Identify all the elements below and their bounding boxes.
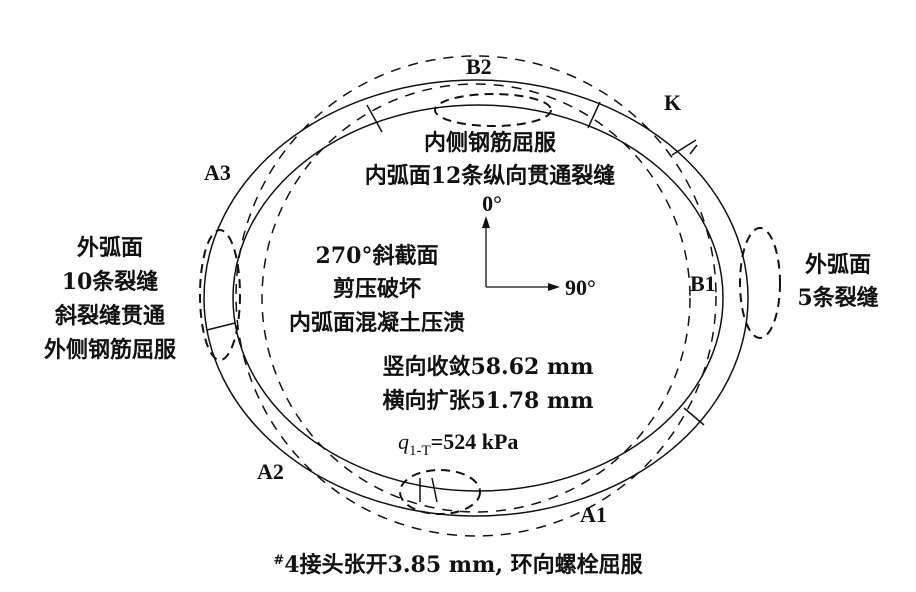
label-A3: A3 xyxy=(204,160,231,185)
left-note-4: 外侧钢筋屈服 xyxy=(44,337,177,363)
top-damage-zone xyxy=(434,93,552,127)
center-note-3: 内弧面混凝土压溃 xyxy=(289,310,465,336)
load-value: q1-T=524 kPa xyxy=(398,429,518,459)
axis-label-0: 0° xyxy=(482,191,502,216)
vertical-convergence: 竖向收敛58.62 mm xyxy=(382,354,593,380)
caption-sup: # xyxy=(273,553,284,568)
axis-label-90: 90° xyxy=(565,275,596,300)
right-damage-zone xyxy=(739,227,781,339)
label-A2: A2 xyxy=(257,459,284,484)
deformed-inner-ring xyxy=(232,104,724,492)
horizontal-expansion: 横向扩张51.78 mm xyxy=(382,388,593,414)
caption-text: 4接头张开3.85 mm, 环向螺栓屈服 xyxy=(284,552,643,578)
original-outer-circle xyxy=(235,55,717,537)
segment-joints xyxy=(206,101,705,503)
label-B2: B2 xyxy=(466,54,492,79)
left-note-2: 10条裂缝 xyxy=(62,269,159,295)
original-inner-circle xyxy=(261,83,691,513)
load-subscript: 1-T xyxy=(409,443,431,459)
left-note-3: 斜裂缝贯通 xyxy=(54,303,165,329)
deformed-outer-ring xyxy=(203,79,749,517)
bottom-damage-zone xyxy=(399,469,481,515)
center-note-1: 270°斜截面 xyxy=(316,243,439,269)
label-K: K xyxy=(664,90,681,115)
label-A1: A1 xyxy=(580,502,607,527)
top-note-1: 内侧钢筋屈服 xyxy=(424,130,557,156)
label-B1: B1 xyxy=(690,271,716,296)
left-note-1: 外弧面 xyxy=(77,235,143,261)
load-number: =524 kPa xyxy=(431,429,519,454)
arrow-up-icon xyxy=(482,216,490,228)
load-symbol: q xyxy=(398,429,409,454)
arrow-right-icon xyxy=(548,283,560,291)
left-damage-zone xyxy=(199,229,241,361)
caption: #4接头张开3.85 mm, 环向螺栓屈服 xyxy=(273,552,643,578)
center-note-2: 剪压破坏 xyxy=(333,276,421,302)
right-note-2: 5条裂缝 xyxy=(797,285,878,311)
top-note-2: 内弧面12条纵向贯通裂缝 xyxy=(365,163,616,189)
right-note-1: 外弧面 xyxy=(805,252,871,278)
